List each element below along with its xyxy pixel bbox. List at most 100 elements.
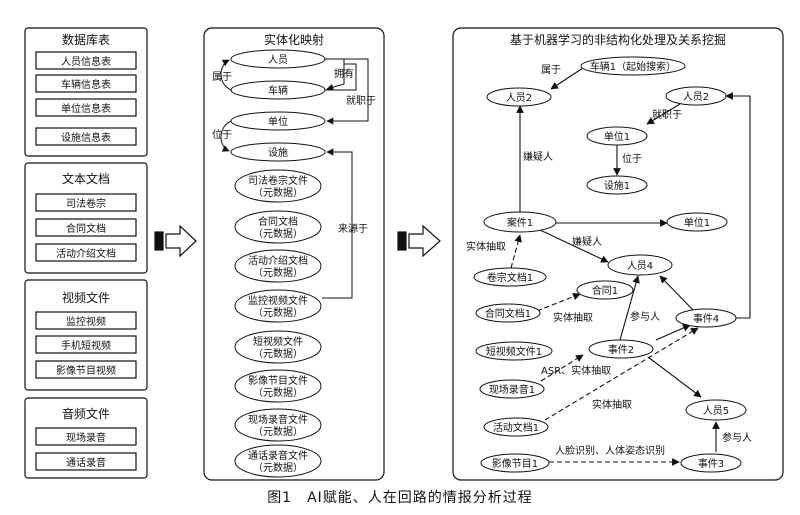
file-node: 活动介绍文档 （元数据） xyxy=(234,249,322,283)
edge-label: 嫌疑人 xyxy=(523,150,553,163)
entity-label: 人员 xyxy=(268,54,288,66)
file-node-label: 通话录音文件 xyxy=(248,449,308,462)
edge-extract-1 xyxy=(510,234,522,269)
file-node-label: 司法卷宗文件 xyxy=(248,174,308,187)
data-source-panel: 数据库表 人员信息表 车辆信息表 单位信息表 设施信息表 文本文档 司法卷宗 合… xyxy=(24,27,148,479)
source-item xyxy=(35,243,137,262)
source-item-label: 人员信息表 xyxy=(61,55,111,68)
file-node: 现场录音文件 （元数据） xyxy=(234,408,322,442)
file-node: 通话录音文件 （元数据） xyxy=(234,444,322,478)
file-node: 短视频文件 （元数据） xyxy=(234,330,322,364)
node-contract1: 合同1 xyxy=(576,280,634,300)
edge-label: 实体抽取 xyxy=(592,398,632,411)
file-node: 影像节目文件 （元数据） xyxy=(234,369,322,403)
node-program1: 影像节目1 xyxy=(480,453,550,473)
source-item xyxy=(35,218,137,237)
source-item-label: 车辆信息表 xyxy=(61,78,111,91)
source-item xyxy=(35,127,137,146)
file-node-label: 合同文档 xyxy=(258,215,298,228)
file-node-label: 活动介绍文档 xyxy=(248,254,308,267)
edge-label: 嫌疑人 xyxy=(572,235,602,248)
relation-edges xyxy=(510,67,751,466)
node-shortvideo1: 短视频文件1 xyxy=(475,341,553,361)
source-item-label: 活动介绍文档 xyxy=(56,247,116,260)
node-dossier1: 卷宗文档1 xyxy=(473,267,547,287)
source-item-label: 设施信息表 xyxy=(61,131,111,144)
node-label: 卷宗文档1 xyxy=(487,271,533,284)
edge-work xyxy=(646,103,681,125)
relation-label-belong: 属于 xyxy=(212,71,232,83)
entity-mapping-panel: 实体化映射 人员 车辆 单位 设施 属于 拥有 就职于 xyxy=(203,27,385,481)
edge-event2-person5 xyxy=(647,356,702,398)
relation-label-source: 来源于 xyxy=(338,222,368,235)
node-label: 单位1 xyxy=(684,216,710,229)
node-label: 现场录音1 xyxy=(489,383,535,396)
edge-event2-event4 xyxy=(655,324,691,341)
file-node-sublabel: （元数据） xyxy=(253,227,303,240)
file-node-sublabel: （元数据） xyxy=(253,306,303,319)
file-node-label: 影像节目文件 xyxy=(248,374,308,387)
source-item xyxy=(35,74,137,93)
node-label: 活动文档1 xyxy=(493,421,539,434)
edge-event4-person2 xyxy=(721,92,751,319)
file-node-label: 监控视频文件 xyxy=(248,294,308,307)
section-database-tables: 数据库表 人员信息表 车辆信息表 单位信息表 设施信息表 xyxy=(24,27,148,157)
node-label: 车辆1（起始搜索） xyxy=(590,60,676,73)
section-audio-files: 音频文件 现场录音 通话录音 xyxy=(24,397,148,479)
edge-label: 实体抽取 xyxy=(466,240,506,253)
node-facility1: 设施1 xyxy=(586,175,648,195)
edge-belong xyxy=(550,67,584,90)
file-node: 司法卷宗文件 （元数据） xyxy=(234,169,322,203)
source-item xyxy=(35,311,137,330)
section-title: 视频文件 xyxy=(62,290,110,305)
node-event4: 事件4 xyxy=(675,308,737,328)
source-item-label: 单位信息表 xyxy=(61,102,111,115)
node-person4: 人员4 xyxy=(607,254,673,276)
node-label: 事件2 xyxy=(608,343,634,356)
node-recording1: 现场录音1 xyxy=(479,379,545,399)
source-item-label: 司法卷宗 xyxy=(66,197,106,210)
file-node-sublabel: （元数据） xyxy=(253,266,303,279)
edge-asr xyxy=(540,354,584,382)
section-video-files: 视频文件 监控视频 手机短视频 影像节目视频 xyxy=(24,279,148,391)
edge-label: ASR、实体抽取 xyxy=(541,364,611,377)
panel-title: 实体化映射 xyxy=(264,32,324,47)
source-item xyxy=(35,335,137,354)
file-node-sublabel: （元数据） xyxy=(253,425,303,438)
flow-arrow-2 xyxy=(397,224,441,258)
entity-unit: 单位 xyxy=(230,111,326,131)
edge-label: 实体抽取 xyxy=(553,311,593,324)
entity-label: 设施 xyxy=(268,146,288,159)
source-item xyxy=(35,193,137,212)
node-person2a: 人员2 xyxy=(486,87,552,107)
file-node-sublabel: （元数据） xyxy=(253,461,303,474)
node-person5: 人员5 xyxy=(685,399,747,421)
entity-relations xyxy=(220,58,369,299)
edge-label: 属于 xyxy=(541,64,561,76)
relation-label-work: 就职于 xyxy=(346,94,376,107)
section-title: 数据库表 xyxy=(62,32,110,47)
relation-label-own: 拥有 xyxy=(334,67,354,80)
node-contractdoc1: 合同文档1 xyxy=(475,303,541,323)
source-item xyxy=(35,427,137,446)
node-label: 案件1 xyxy=(507,216,533,229)
node-case1: 案件1 xyxy=(483,211,557,233)
section-title: 文本文档 xyxy=(62,171,110,186)
edge-extract-3 xyxy=(544,327,699,421)
node-label: 事件3 xyxy=(698,457,724,470)
node-person2b: 人员2 xyxy=(665,86,727,106)
node-label: 人员2 xyxy=(683,91,709,103)
source-item xyxy=(35,51,137,70)
node-label: 短视频文件1 xyxy=(486,345,542,358)
edge-extract-2 xyxy=(536,292,581,312)
source-item-label: 合同文档 xyxy=(66,222,106,235)
node-event2: 事件2 xyxy=(588,339,654,359)
file-node-sublabel: （元数据） xyxy=(253,386,303,399)
file-node: 监控视频文件 （元数据） xyxy=(234,289,322,323)
section-text-documents: 文本文档 司法卷宗 合同文档 活动介绍文档 xyxy=(24,162,148,274)
node-label: 合同1 xyxy=(592,284,618,297)
entity-facility: 设施 xyxy=(230,142,326,162)
node-unit1a: 单位1 xyxy=(586,126,648,146)
node-label: 设施1 xyxy=(604,179,630,192)
